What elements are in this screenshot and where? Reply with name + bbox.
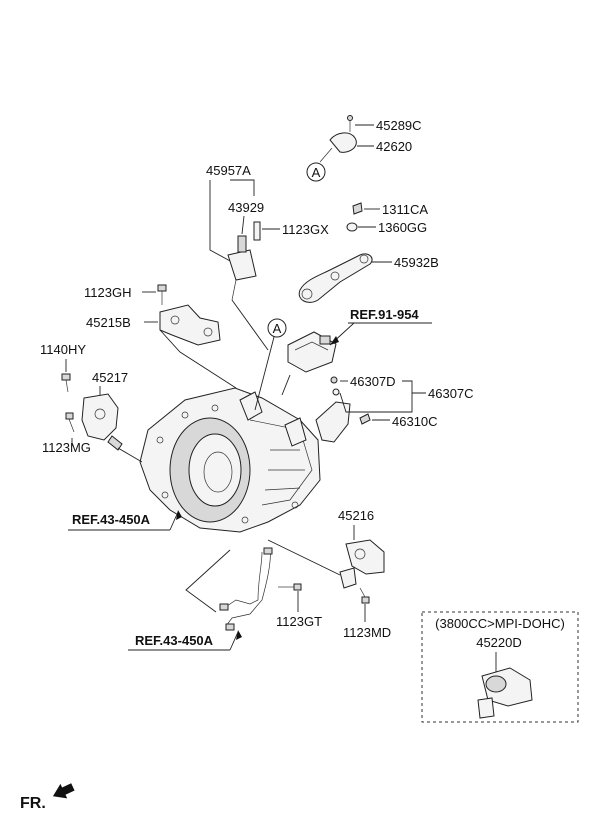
callout-a-top-label: A [312,165,321,180]
label-45289C: 45289C [376,118,422,133]
front-direction-label: FR. [20,795,46,812]
variant-box-title: (3800CC>MPI-DOHC) [435,616,565,631]
ref-43-450a-bottom-arrow [236,630,242,640]
label-45217: 45217 [92,370,128,385]
bolt-1123GT [278,583,302,591]
bracket-45216 [339,539,385,589]
bolt-1123MG [65,412,75,433]
callout-a-mid-label: A [273,321,282,336]
label-46307C: 46307C [428,386,474,401]
label-45220D: 45220D [476,635,522,650]
label-1311CA: 1311CA [382,202,428,217]
shift-lever-assembly [298,202,373,303]
callout-a-top [306,162,326,182]
sensor-assembly-42620 [319,115,357,163]
label-1140HY: 1140HY [40,342,86,357]
transaxle-case [139,387,321,533]
callout-a-mid [267,318,287,338]
ref-91-954: REF.91-954 [350,307,419,322]
inhibitor-switch [287,331,337,373]
variant-box [421,611,579,723]
bracket-45220D [477,667,533,719]
ref-43-450a-top-arrow [176,510,182,520]
bolt-1123GH [157,284,167,305]
ref-91-954-arrow [330,336,339,345]
cable-bracket-46307 [315,376,371,443]
bolt-1140HY [61,373,71,393]
front-arrow-icon [52,783,75,799]
label-1123MG: 1123MG [42,440,91,455]
mount-bracket-45217 [81,393,123,451]
label-1123GH: 1123GH [84,285,131,300]
label-45957A: 45957A [206,163,251,178]
label-1123GT: 1123GT [276,614,322,629]
ref-43-450a-bottom: REF.43-450A [135,633,214,648]
label-1360GG: 1360GG [378,220,427,235]
label-42620: 42620 [376,139,412,154]
bracket-45215B [159,304,221,346]
cooler-pipes [219,547,273,631]
speed-sensor-bracket [227,221,261,301]
label-43929: 43929 [228,200,264,215]
label-45215B: 45215B [86,315,131,330]
label-45932B: 45932B [394,255,439,270]
label-1123MD: 1123MD [343,625,391,640]
label-46307D: 46307D [350,374,396,389]
ref-43-450a-top: REF.43-450A [72,512,151,527]
label-1123GX: 1123GX [282,222,329,237]
label-45216: 45216 [338,508,374,523]
bolt-1123MD [359,587,370,604]
label-46310C: 46310C [392,414,438,429]
